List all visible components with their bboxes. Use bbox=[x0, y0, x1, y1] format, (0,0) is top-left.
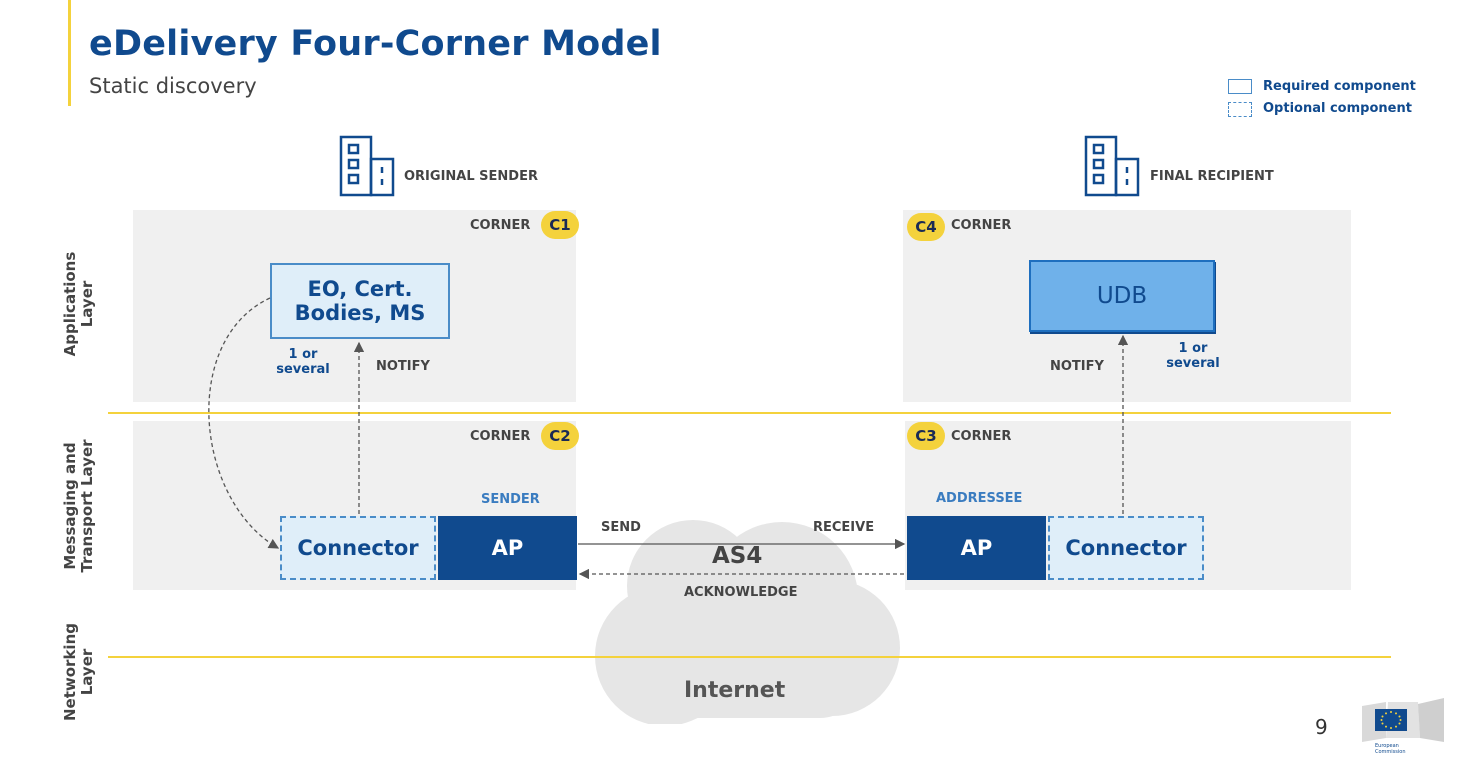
layer-separator-bottom bbox=[108, 656, 1391, 658]
addressee-role-label: ADDRESSEE bbox=[936, 491, 1023, 506]
corner-c2-badge: C2 bbox=[541, 422, 579, 450]
notify-left-label: NOTIFY bbox=[376, 359, 430, 374]
legend-optional-label: Optional component bbox=[1263, 101, 1412, 116]
building-icon bbox=[339, 135, 395, 197]
internet-label: Internet bbox=[684, 678, 786, 703]
receive-label: RECEIVE bbox=[813, 520, 875, 535]
legend-optional-swatch bbox=[1228, 102, 1252, 117]
notify-right-label: NOTIFY bbox=[1050, 359, 1104, 374]
corner-c4-label: CORNER bbox=[951, 218, 1012, 233]
page-title: eDelivery Four-Corner Model bbox=[89, 24, 662, 64]
original-sender-label: ORIGINAL SENDER bbox=[404, 169, 538, 184]
page-number: 9 bbox=[1315, 715, 1328, 739]
legend-required-swatch bbox=[1228, 79, 1252, 94]
final-recipient-label: FINAL RECIPIENT bbox=[1150, 169, 1274, 184]
acknowledge-label: ACKNOWLEDGE bbox=[684, 585, 798, 600]
eo-cert-bodies-ms-box: EO, Cert.Bodies, MS bbox=[270, 263, 450, 339]
corner-c1-badge: C1 bbox=[541, 211, 579, 239]
sender-connector-box: Connector bbox=[280, 516, 436, 580]
corner-c1-label: CORNER bbox=[470, 218, 531, 233]
addressee-ap-box: AP bbox=[907, 516, 1046, 580]
corner-c2-label: CORNER bbox=[470, 429, 531, 444]
sender-ap-box: AP bbox=[438, 516, 577, 580]
as4-label: AS4 bbox=[712, 543, 763, 569]
corner-c3-label: CORNER bbox=[951, 429, 1012, 444]
addressee-connector-box: Connector bbox=[1048, 516, 1204, 580]
page-subtitle: Static discovery bbox=[89, 74, 257, 98]
cloud-icon bbox=[595, 520, 900, 724]
title-accent-bar bbox=[68, 0, 71, 106]
send-label: SEND bbox=[601, 520, 641, 535]
corner-c3-badge: C3 bbox=[907, 422, 945, 450]
udb-box: UDB bbox=[1029, 260, 1215, 332]
building-icon bbox=[1084, 135, 1140, 197]
layer-separator-top bbox=[108, 412, 1391, 414]
corner-c4-badge: C4 bbox=[907, 213, 945, 241]
sender-role-label: SENDER bbox=[481, 492, 540, 507]
legend-required-label: Required component bbox=[1263, 79, 1416, 94]
